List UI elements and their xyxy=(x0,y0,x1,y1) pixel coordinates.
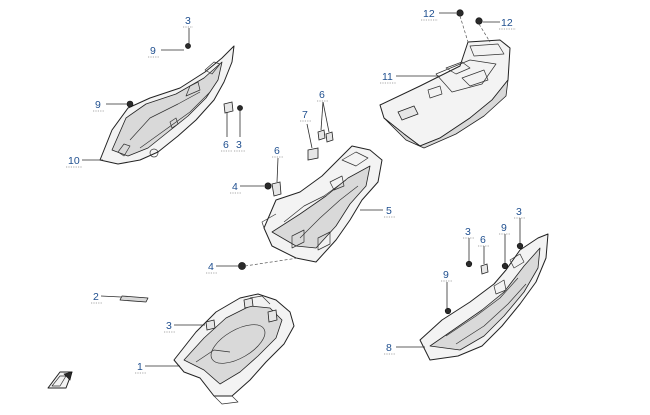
part-2-strip[interactable] xyxy=(119,295,149,303)
callout-6[interactable]: 6 xyxy=(274,145,280,157)
callout-5[interactable]: 5 xyxy=(386,205,392,217)
clip-hardware-upper xyxy=(126,43,243,114)
callout-10[interactable]: 10 xyxy=(68,155,80,167)
part-5-battery-box[interactable] xyxy=(238,129,383,270)
callout-8[interactable]: 8 xyxy=(386,342,392,354)
callout-4[interactable]: 4 xyxy=(208,261,214,273)
callout-9[interactable]: 9 xyxy=(501,222,507,234)
part-10-side-cover[interactable] xyxy=(99,45,235,165)
callout-4[interactable]: 4 xyxy=(232,181,238,193)
part-8-side-cover[interactable] xyxy=(419,233,549,361)
callout-3[interactable]: 3 xyxy=(185,15,191,27)
callout-6[interactable]: 6 xyxy=(480,234,486,246)
part-11-housing[interactable] xyxy=(379,9,511,149)
leader-lines xyxy=(82,12,521,367)
callout-9[interactable]: 9 xyxy=(95,99,101,111)
callout-7[interactable]: 7 xyxy=(302,109,308,121)
callout-1[interactable]: 1 xyxy=(137,361,143,373)
callout-3[interactable]: 3 xyxy=(516,206,522,218)
callout-12[interactable]: 12 xyxy=(501,17,513,29)
callout-3[interactable]: 3 xyxy=(166,320,172,332)
callout-9[interactable]: 9 xyxy=(150,45,156,57)
callout-2[interactable]: 2 xyxy=(93,291,99,303)
orientation-icon xyxy=(47,371,73,389)
callout-3[interactable]: 3 xyxy=(465,226,471,238)
callout-labels: 3 9 9 10 6 3 12 12 11 7 6 6 4 5 4 2 3 xyxy=(66,8,525,374)
callout-11[interactable]: 11 xyxy=(382,71,393,83)
callout-6[interactable]: 6 xyxy=(319,89,325,101)
callout-3[interactable]: 3 xyxy=(236,139,242,151)
callout-6[interactable]: 6 xyxy=(223,139,229,151)
callout-9[interactable]: 9 xyxy=(443,269,449,281)
part-1-floor-panel[interactable] xyxy=(173,293,295,405)
callout-12[interactable]: 12 xyxy=(423,8,435,20)
